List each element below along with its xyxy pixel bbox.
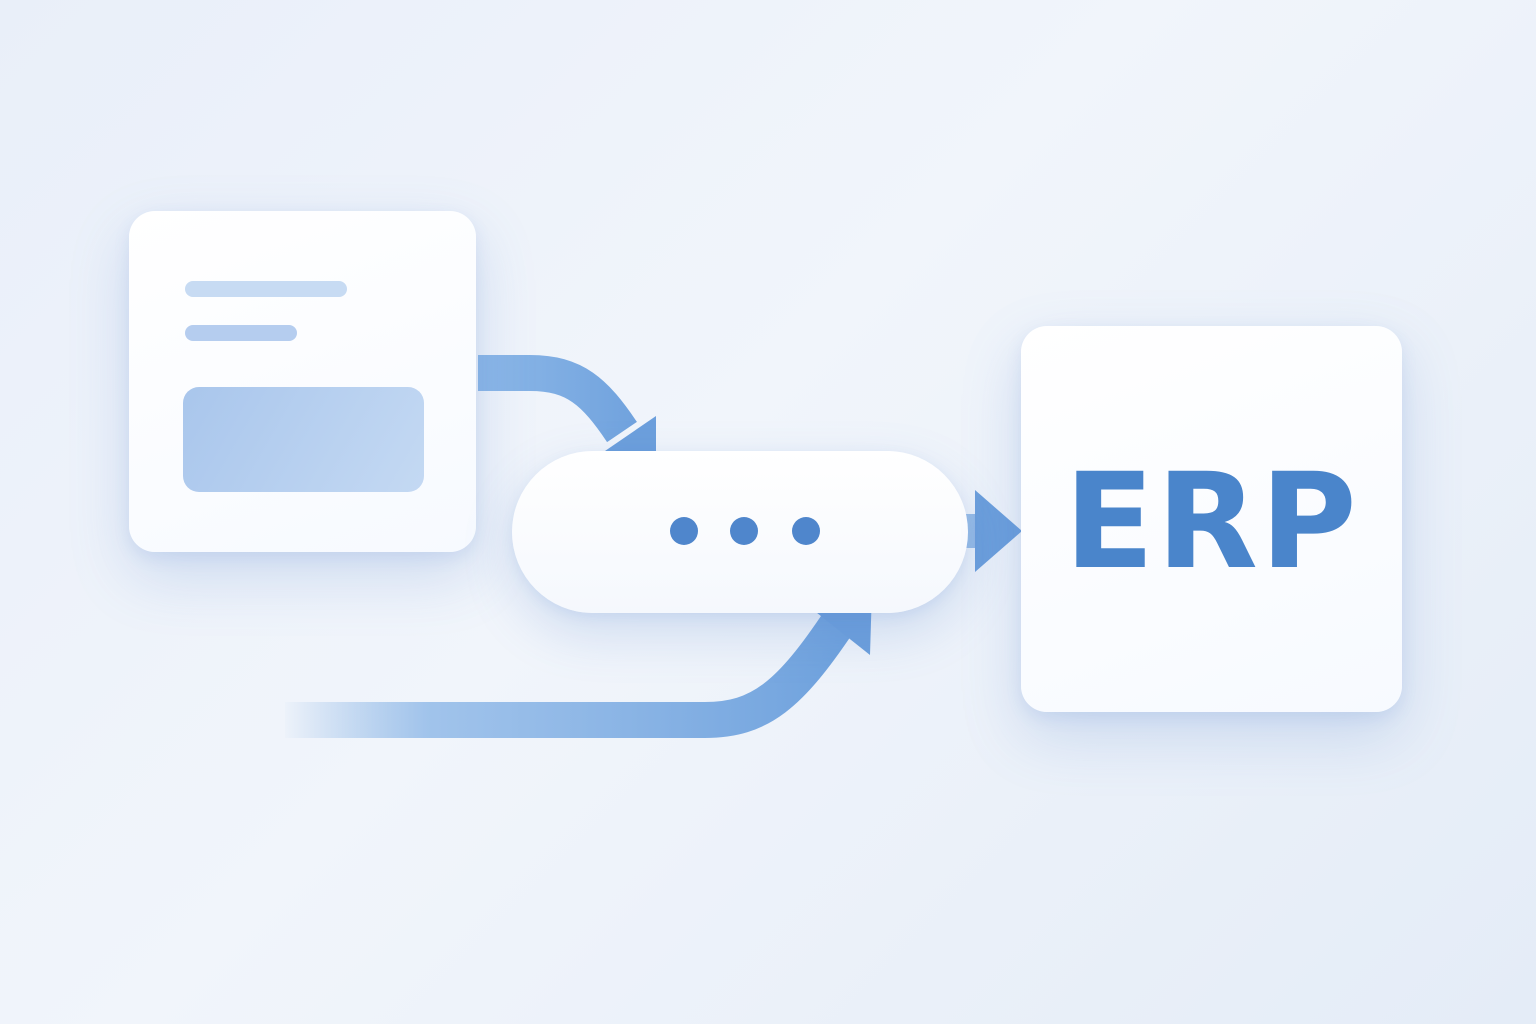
erp-system-card: ERP bbox=[1021, 326, 1402, 712]
form-subtitle-line bbox=[185, 325, 297, 341]
ellipsis-dot bbox=[730, 517, 758, 545]
erp-label: ERP bbox=[1064, 445, 1359, 599]
form-title-line bbox=[185, 281, 347, 297]
ellipsis-dot bbox=[792, 517, 820, 545]
form-document-card bbox=[129, 211, 476, 552]
processing-node bbox=[512, 451, 968, 613]
form-content-block bbox=[183, 387, 424, 492]
ellipsis-dot bbox=[670, 517, 698, 545]
